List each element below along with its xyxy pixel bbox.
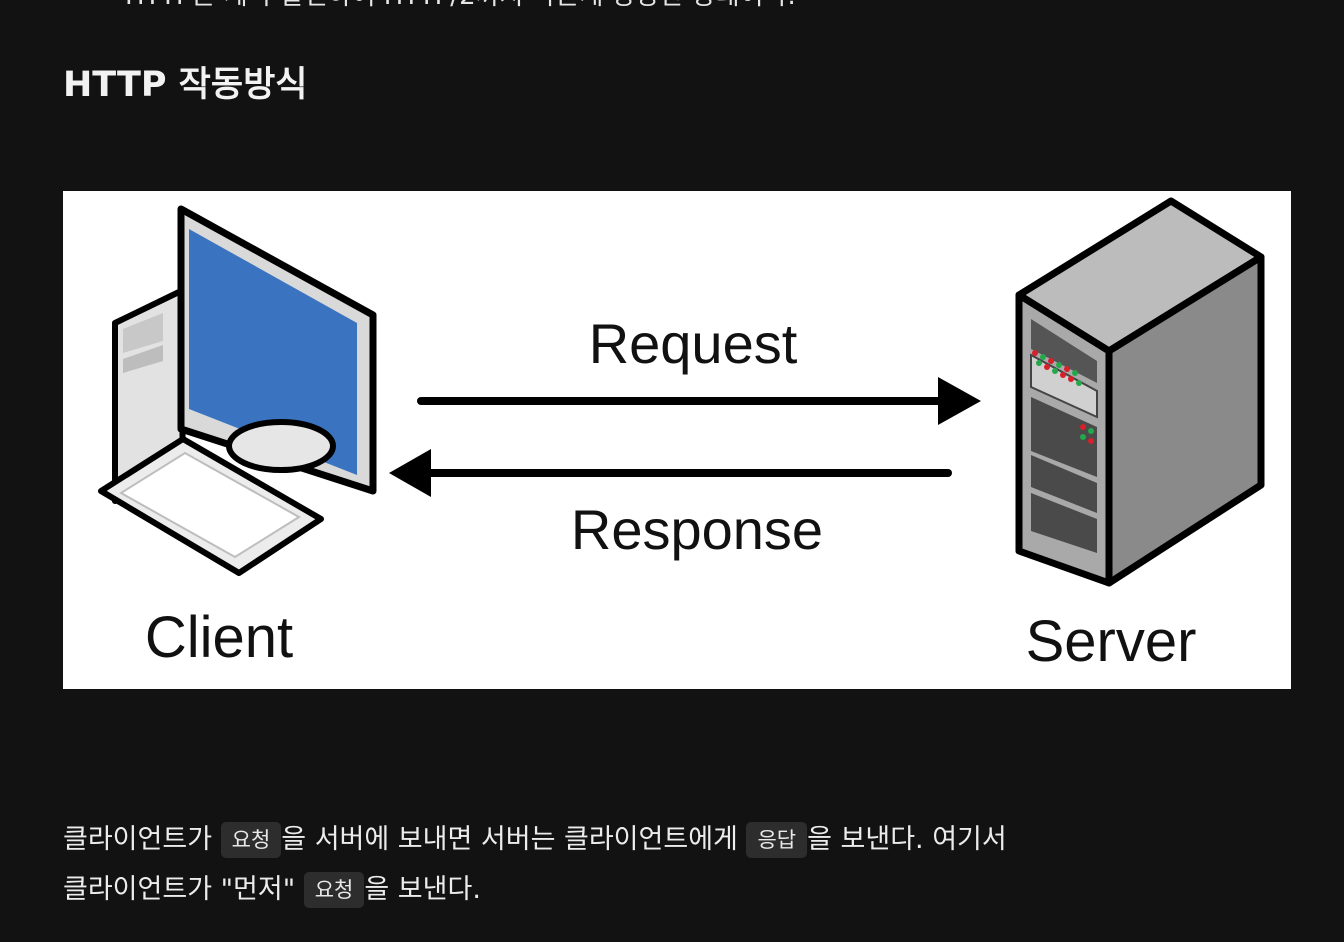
response-arrow [389,449,952,497]
server-label: Server [1026,609,1197,674]
server-tower-icon [1015,197,1265,587]
client-label: Client [145,605,293,670]
client-computer-icon [98,205,377,576]
response-label: Response [571,498,823,561]
request-label: Request [589,312,798,375]
inline-code-response: 응답 [746,822,808,858]
paragraph-text: 클라이언트가 [63,824,221,855]
paragraph-text: 을 서버에 보내면 서버는 클라이언트에게 [281,824,747,855]
server-led-lights [1032,350,1094,444]
paragraph-text: 클라이언트가 "먼저" [63,874,304,905]
inline-code-request: 요청 [303,872,365,908]
request-arrow [417,377,981,425]
monitor-screen [189,229,357,475]
paragraph-text: 을 보낸다. [364,874,481,905]
paragraph-text: 을 보낸다. 여기서 [807,824,1007,855]
section-heading: HTTP 작동방식 [63,65,308,105]
previous-paragraph-line: HTTP는 계속 발전하여 HTTP/2까지 나온게 당당한 상태이다. [125,0,796,12]
http-diagram-image: Request Response Client Server [63,191,1291,689]
inline-code-request: 요청 [220,822,282,858]
